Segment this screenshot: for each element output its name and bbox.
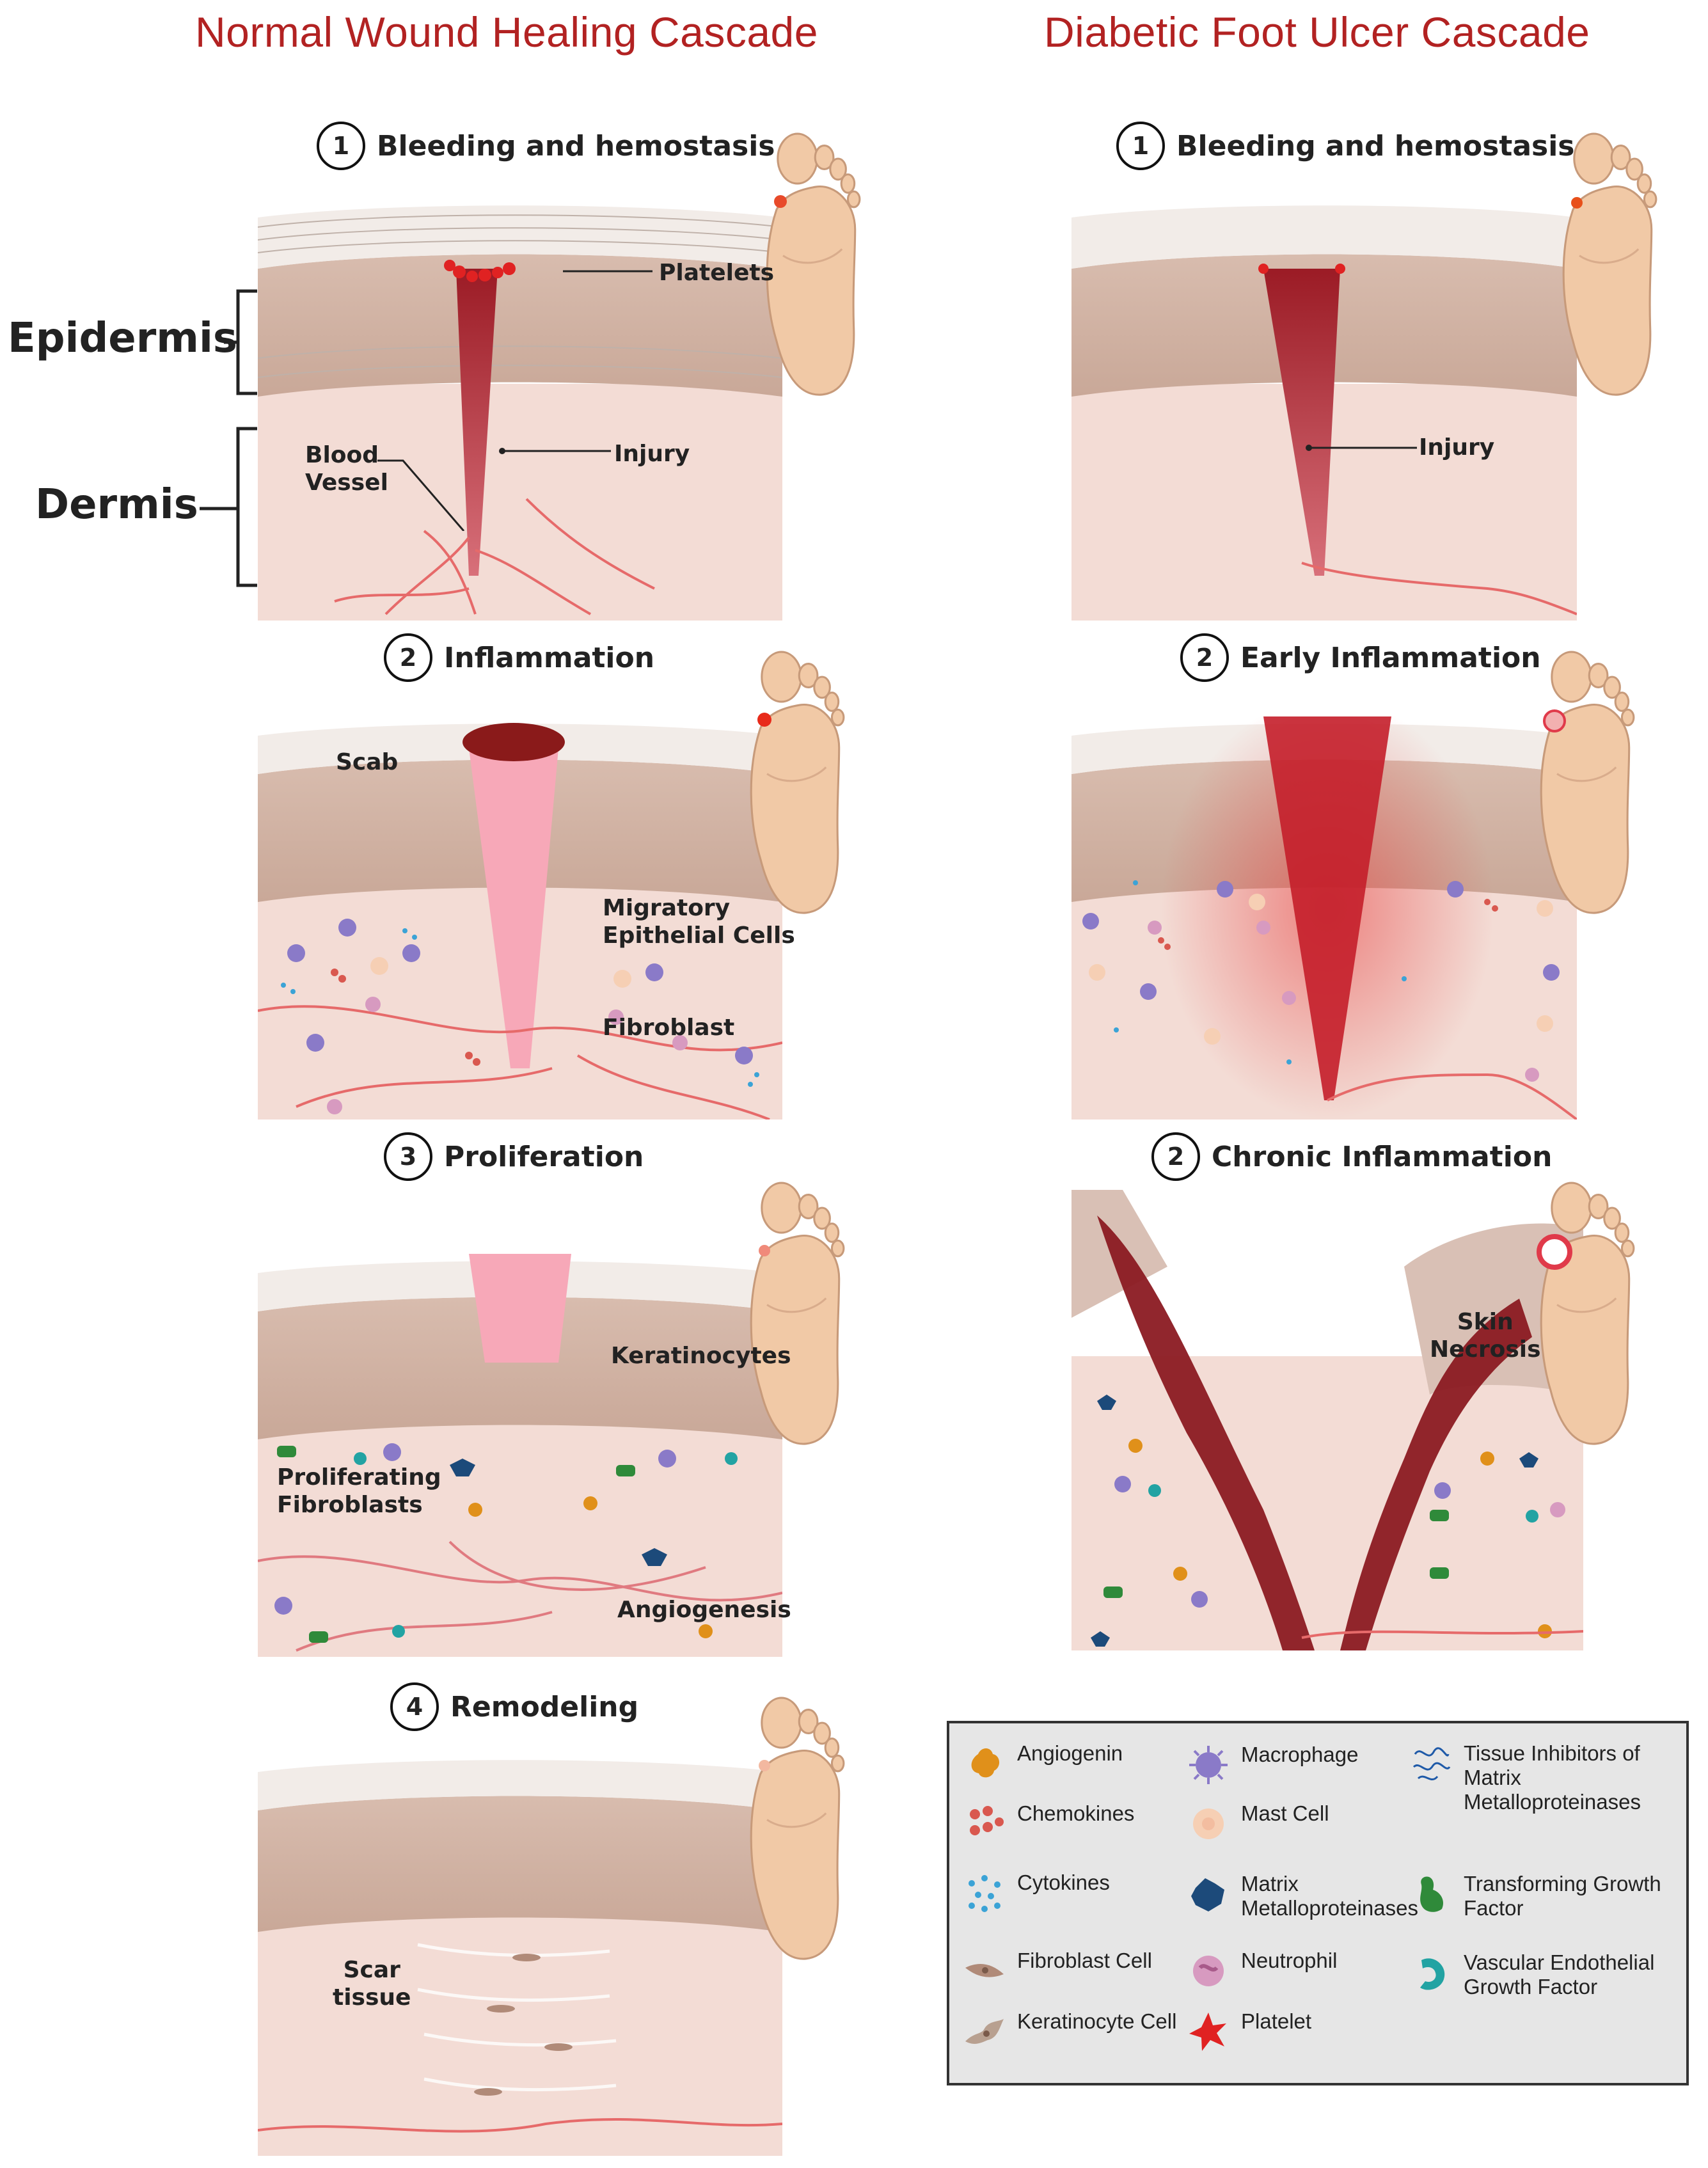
annotation-proliferating-fibroblasts: Proliferating Fibroblasts <box>277 1464 441 1519</box>
legend-item-keratinocyte-cell: Keratinocyte Cell <box>962 2009 1176 2054</box>
vegf-icon <box>1420 1958 1445 1990</box>
panel-dfu-bleeding <box>1071 205 1577 621</box>
step-label: Proliferation <box>444 1140 644 1173</box>
legend-label: Matrix Metalloproteinases <box>1241 1872 1418 1920</box>
left-step-4: 4 Remodeling <box>390 1682 638 1731</box>
annotation-injury: Injury <box>614 441 690 467</box>
annotation-injury-right: Injury <box>1419 434 1495 461</box>
step-label: Early Inflammation <box>1240 641 1541 674</box>
step-number: 2 <box>384 633 432 682</box>
cells <box>281 919 759 1114</box>
legend-item-mast-cell: Mast Cell <box>1186 1801 1329 1846</box>
legend-label: Keratinocyte Cell <box>1017 2009 1177 2033</box>
annotation-scab: Scab <box>336 749 399 775</box>
leader-line <box>1306 445 1417 451</box>
legend-item-vegf: Vascular Endothelial Growth Factor <box>1409 1950 1654 1999</box>
panel-dfu-early-inflammation <box>1071 716 1577 1120</box>
panel-normal-bleeding <box>258 205 782 621</box>
step-label: Chronic Inflammation <box>1212 1140 1553 1173</box>
annotation-scar-tissue: Scar tissue <box>333 1957 411 2011</box>
legend-label: Neutrophil <box>1241 1949 1338 1972</box>
right-step-1: 1 Bleeding and hemostasis <box>1116 122 1574 170</box>
annotation-blood-vessel: Blood Vessel <box>305 442 388 496</box>
chemokines-icon <box>970 1806 1004 1835</box>
annotation-migratory-epithelial-cells: Migratory Epithelial Cells <box>603 895 795 949</box>
step-number: 2 <box>1151 1132 1200 1181</box>
legend-item-platelet: Platelet <box>1186 2009 1311 2054</box>
step-number: 1 <box>1116 122 1165 170</box>
tissue-inhibitors-icon <box>1412 1747 1451 1781</box>
left-column-title: Normal Wound Healing Cascade <box>195 8 818 56</box>
legend-label: Cytokines <box>1017 1871 1110 1894</box>
mast-cell-icon <box>1193 1808 1224 1839</box>
annotation-skin-necrosis: Skin Necrosis <box>1430 1309 1541 1363</box>
step-label: Bleeding and hemostasis <box>1176 129 1575 162</box>
legend-label: Angiogenin <box>1017 1741 1123 1765</box>
legend: Angiogenin Chemokines Cytokines Fibrobla… <box>947 1721 1689 2085</box>
annotation-platelets: Platelets <box>659 260 775 286</box>
right-step-2: 2 Early Inflammation <box>1180 633 1541 682</box>
legend-item-macrophage: Macrophage <box>1186 1743 1358 1787</box>
annotation-angiogenesis: Angiogenesis <box>617 1597 791 1623</box>
panel-dfu-chronic-inflammation <box>1071 1190 1583 1650</box>
legend-label: Vascular Endothelial Growth Factor <box>1464 1950 1655 1998</box>
panel-normal-remodeling <box>258 1746 782 2156</box>
foot-icon <box>739 1180 848 1449</box>
annotation-keratinocytes: Keratinocytes <box>611 1343 791 1369</box>
foot-icon <box>1551 131 1660 400</box>
legend-label: Platelet <box>1241 2009 1312 2033</box>
legend-item-matrix-metalloproteinases: Matrix Metalloproteinases <box>1186 1872 1418 1920</box>
transforming-growth-factor-icon <box>1420 1876 1444 1912</box>
panel-normal-proliferation <box>258 1209 782 1657</box>
legend-label: Mast Cell <box>1241 1801 1329 1825</box>
step-number: 1 <box>317 122 365 170</box>
right-column-title: Diabetic Foot Ulcer Cascade <box>1044 8 1590 56</box>
layer-brackets <box>200 289 257 587</box>
legend-item-neutrophil: Neutrophil <box>1186 1949 1337 1993</box>
legend-item-chemokines: Chemokines <box>962 1801 1134 1846</box>
neutrophil-icon <box>1193 1956 1224 1986</box>
step-label: Bleeding and hemostasis <box>377 129 775 162</box>
step-number: 4 <box>390 1682 439 1731</box>
step-number: 2 <box>1180 633 1229 682</box>
legend-item-transforming-growth-factor: Transforming Growth Factor <box>1409 1872 1661 1920</box>
right-step-3: 2 Chronic Inflammation <box>1151 1132 1552 1181</box>
left-step-3: 3 Proliferation <box>384 1132 644 1181</box>
angiogenin-icon <box>971 1748 1000 1778</box>
legend-item-tissue-inhibitors: Tissue Inhibitors of Matrix Metalloprote… <box>1409 1741 1641 1814</box>
legend-item-cytokines: Cytokines <box>962 1871 1110 1915</box>
legend-item-fibroblast-cell: Fibroblast Cell <box>962 1949 1152 1993</box>
panel-normal-inflammation <box>258 710 782 1120</box>
legend-item-angiogenin: Angiogenin <box>962 1741 1123 1786</box>
foot-icon <box>739 649 848 918</box>
step-label: Inflammation <box>444 641 655 674</box>
dermis-label: Dermis <box>35 481 198 528</box>
left-step-1: 1 Bleeding and hemostasis <box>317 122 775 170</box>
matrix-metalloproteinases-icon <box>1191 1878 1224 1911</box>
legend-label: Fibroblast Cell <box>1017 1949 1152 1972</box>
foot-icon <box>1537 1180 1638 1449</box>
fibroblast-cell-icon <box>965 1964 1004 1977</box>
cytokines-icon <box>969 1875 1000 1912</box>
legend-label: Chemokines <box>1017 1801 1135 1825</box>
left-step-2: 2 Inflammation <box>384 633 654 682</box>
annotation-fibroblast: Fibroblast <box>603 1015 735 1041</box>
legend-label: Tissue Inhibitors of Matrix Metalloprote… <box>1464 1741 1641 1814</box>
legend-label: Macrophage <box>1241 1743 1359 1766</box>
epidermis-label: Epidermis <box>8 315 237 362</box>
platelet-icon <box>1189 2013 1226 2051</box>
step-number: 3 <box>384 1132 432 1181</box>
foot-icon <box>1529 649 1638 918</box>
leader-lines <box>377 270 652 531</box>
macrophage-icon <box>1189 1746 1228 1784</box>
step-label: Remodeling <box>450 1690 639 1723</box>
foot-icon <box>755 131 864 400</box>
keratinocyte-cell-icon <box>965 2019 1004 2044</box>
legend-label: Transforming Growth Factor <box>1464 1872 1661 1920</box>
foot-icon <box>739 1695 848 1964</box>
